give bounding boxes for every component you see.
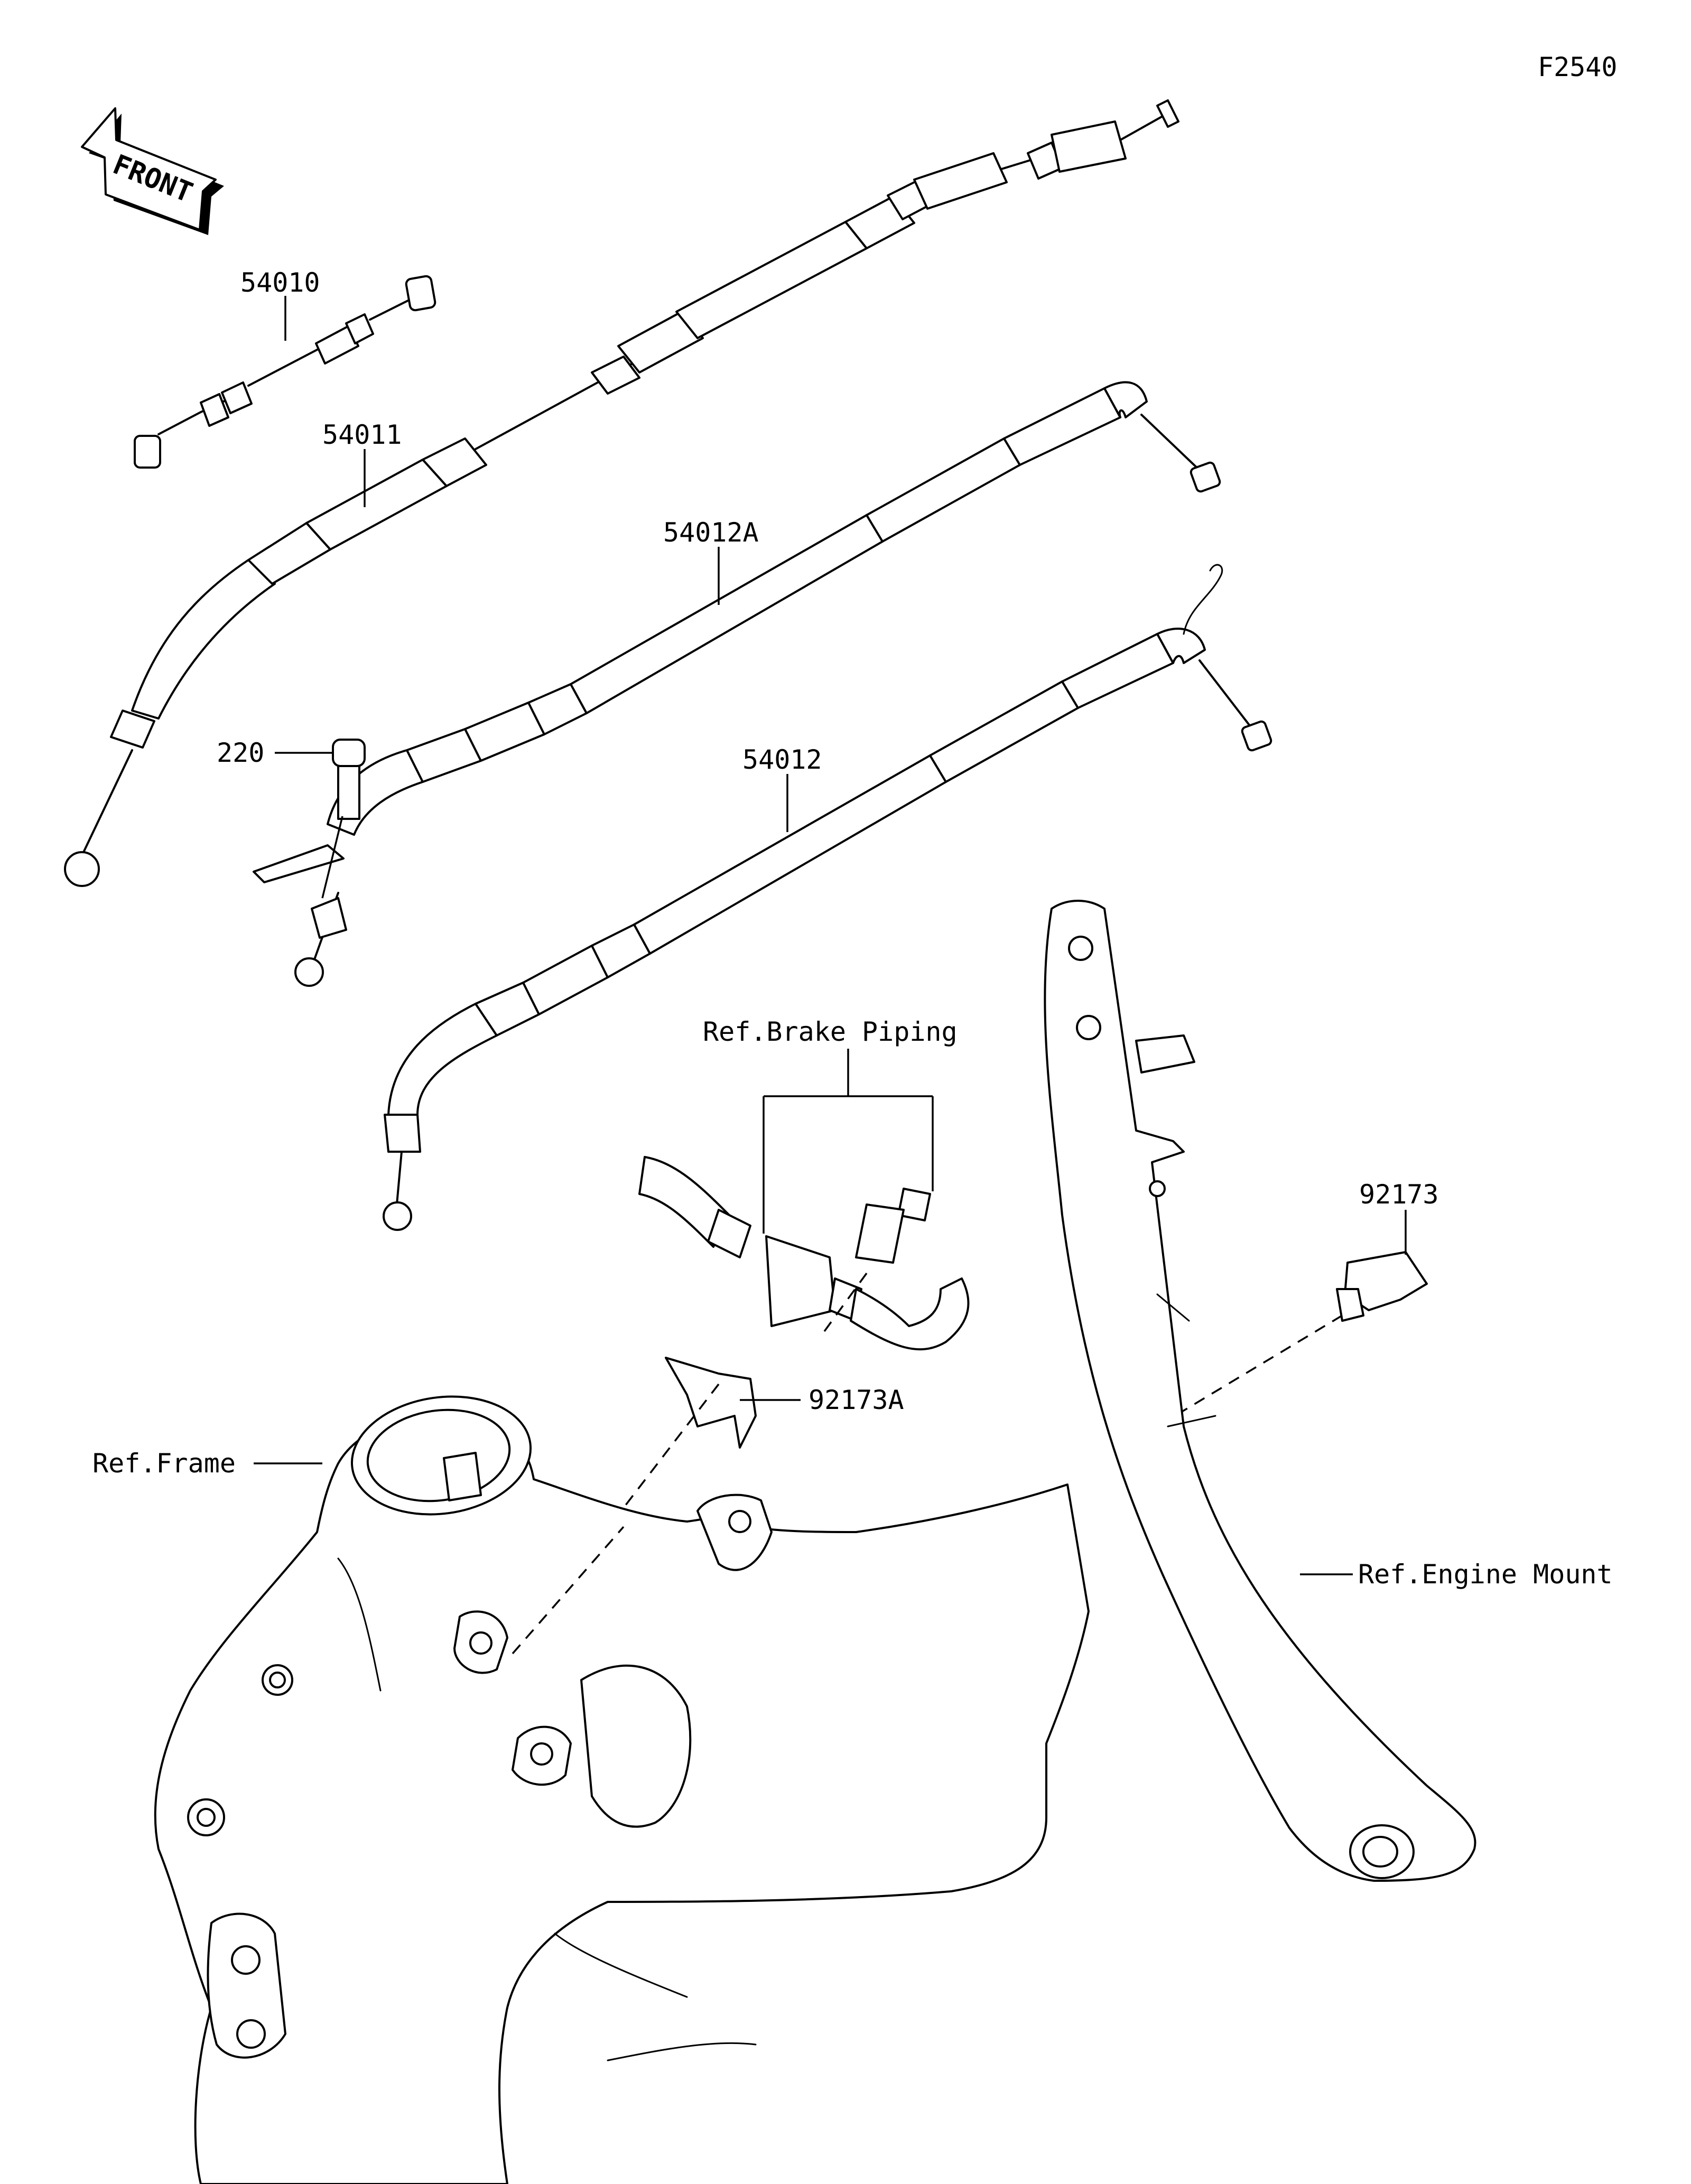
brake-piping — [638, 1156, 970, 1351]
callout-54012A: 54012A — [663, 517, 759, 548]
callout-54012: 54012 — [742, 744, 822, 775]
ref-brake-piping: Ref.Brake Piping — [703, 1016, 958, 1047]
callout-92173: 92173 — [1359, 1179, 1439, 1210]
cable-54012A — [253, 381, 1221, 987]
clamp-92173A — [612, 1357, 757, 1523]
ref-frame: Ref.Frame — [92, 1448, 236, 1479]
bolt-220 — [332, 739, 366, 820]
cable-54012 — [383, 564, 1272, 1231]
callout-220: 220 — [217, 738, 264, 768]
ref-engine-mount: Ref.Engine Mount — [1358, 1559, 1613, 1590]
callout-54011: 54011 — [322, 419, 402, 450]
frame — [154, 1395, 1090, 2184]
cable-54010 — [134, 275, 436, 469]
leader-lines — [254, 296, 1407, 1575]
clamp-92173 — [1157, 1251, 1428, 1427]
callout-54010: 54010 — [240, 267, 320, 298]
figure-code: F2540 — [1538, 52, 1618, 82]
cable-54011 — [64, 99, 1179, 887]
engine-mount — [1044, 900, 1476, 1882]
callout-92173A: 92173A — [809, 1385, 904, 1415]
front-arrow-icon: FRONT — [81, 107, 224, 235]
